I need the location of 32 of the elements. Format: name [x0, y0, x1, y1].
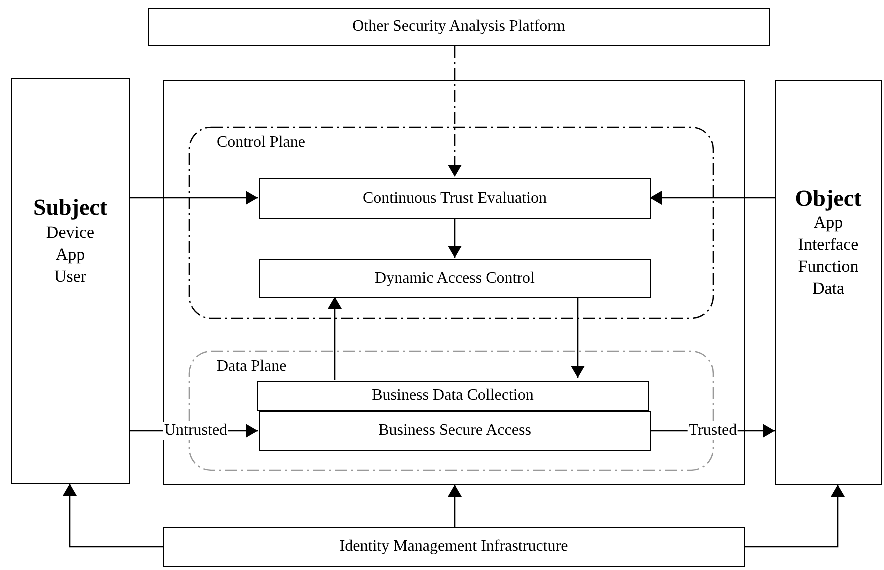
plane-label: Data Plane	[217, 357, 287, 376]
edge-label: Trusted	[688, 422, 738, 440]
box-label: Other Security Analysis Platform	[352, 17, 566, 37]
arrow	[130, 191, 258, 205]
plane-label: Control Plane	[217, 133, 306, 152]
entity-box	[775, 80, 882, 485]
arrow	[650, 191, 775, 205]
box-label: Business Secure Access	[378, 421, 532, 441]
process-box	[148, 8, 770, 46]
process-box	[259, 178, 651, 219]
arrow	[448, 218, 462, 258]
box-label: Identity Management Infrastructure	[340, 537, 568, 557]
arrow	[328, 297, 342, 380]
arrow	[63, 484, 163, 548]
arrow	[448, 485, 462, 527]
process-box	[257, 381, 649, 411]
box-label: Business Data Collection	[372, 386, 534, 406]
arrow	[571, 297, 585, 378]
entity-items: Device App User	[46, 222, 95, 288]
edge-label: Untrusted	[163, 422, 229, 440]
box-label: Dynamic Access Control	[375, 268, 535, 288]
process-box	[259, 259, 651, 298]
box-label: Continuous Trust Evaluation	[362, 188, 548, 208]
process-box	[163, 527, 745, 567]
entity-heading: Subject	[33, 194, 108, 222]
entity-items: App Interface Function Data	[798, 212, 859, 300]
system-frame	[163, 80, 745, 485]
process-box	[259, 411, 651, 451]
entity-box	[11, 78, 130, 484]
arrow	[745, 485, 845, 548]
arrow	[448, 46, 462, 177]
entity-heading: Object	[795, 184, 862, 212]
